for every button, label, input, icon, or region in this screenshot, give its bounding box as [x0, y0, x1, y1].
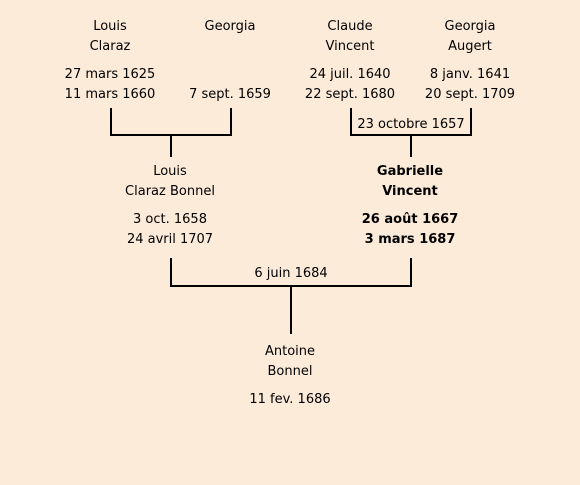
- last-name: Bonnel: [267, 364, 313, 379]
- first-name: Louis: [153, 164, 187, 179]
- first-name: Georgia: [204, 19, 256, 34]
- first-name: Claude: [327, 19, 373, 34]
- person-georgia-augert: Georgia Augert 8 janv. 1641 20 sept. 170…: [400, 17, 540, 105]
- death-date: 20 sept. 1709: [424, 87, 516, 102]
- last-name: [160, 37, 300, 57]
- death-date: 11 mars 1660: [64, 87, 156, 102]
- birth-date: 3 oct. 1658: [133, 212, 207, 227]
- person-louis-claraz: Louis Claraz 27 mars 1625 11 mars 1660: [40, 17, 180, 105]
- person-louis-claraz-bonnel: Louis Claraz Bonnel 3 oct. 1658 24 avril…: [100, 162, 240, 250]
- last-name: Claraz Bonnel: [125, 184, 215, 199]
- last-name: Vincent: [382, 184, 438, 199]
- death-date: 3 mars 1687: [364, 232, 456, 247]
- last-name: Claraz: [89, 39, 131, 54]
- person-georgia: Georgia 7 sept. 1659: [160, 17, 300, 105]
- death-date: 7 sept. 1659: [189, 87, 271, 102]
- last-name: Vincent: [325, 39, 375, 54]
- birth-date: 26 août 1667: [361, 212, 459, 227]
- first-name: Gabrielle: [376, 164, 444, 179]
- last-name: Augert: [448, 39, 492, 54]
- marriage-date-bonnel-vincent: 6 juin 1684: [254, 266, 328, 281]
- birth-date: 8 janv. 1641: [429, 67, 511, 82]
- person-claude-vincent: Claude Vincent 24 juil. 1640 22 sept. 16…: [280, 17, 420, 105]
- birth-date: 11 fev. 1686: [249, 392, 331, 407]
- first-name: Georgia: [444, 19, 496, 34]
- first-name: Antoine: [264, 344, 316, 359]
- person-antoine-bonnel: Antoine Bonnel 11 fev. 1686: [220, 342, 360, 410]
- death-date: 24 avril 1707: [126, 232, 214, 247]
- marriage-date-vincent-augert: 23 octobre 1657: [357, 117, 465, 132]
- birth-date: [160, 65, 300, 85]
- birth-date: 27 mars 1625: [64, 67, 156, 82]
- connector-claraz-couple: [110, 108, 232, 136]
- birth-date: 24 juil. 1640: [309, 67, 391, 82]
- person-gabrielle-vincent: Gabrielle Vincent 26 août 1667 3 mars 16…: [340, 162, 480, 250]
- death-date: 22 sept. 1680: [304, 87, 396, 102]
- first-name: Louis: [93, 19, 127, 34]
